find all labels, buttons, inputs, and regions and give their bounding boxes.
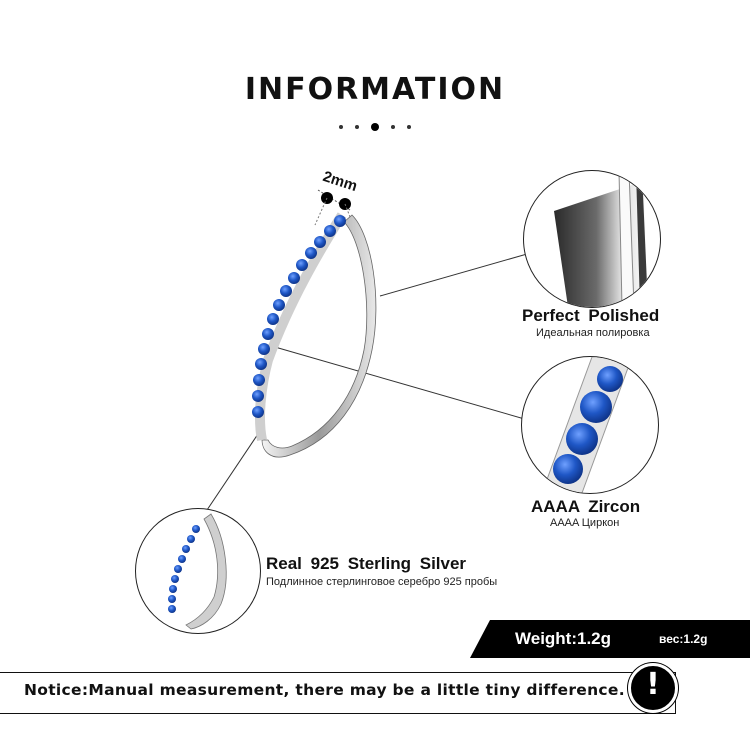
connector-zircon	[267, 344, 529, 421]
zircon-label: AAAA Zircon	[531, 497, 641, 516]
connector-silver	[204, 427, 263, 514]
silver-detail-circle	[135, 508, 261, 634]
silver-label-ru: Подлинное стерлинговое серебро 925 пробы	[266, 576, 498, 588]
notice-text: Notice:Manual measurement, there may be …	[24, 681, 625, 699]
silver-label: Real 925 Sterling Silver	[266, 554, 467, 573]
connector-polished	[379, 253, 528, 297]
polished-detail-circle	[523, 170, 661, 308]
zircon-detail-circle	[521, 356, 659, 494]
exclamation-icon	[628, 663, 678, 713]
page-title: INFORMATION	[244, 72, 506, 107]
title-divider-dots	[0, 118, 750, 136]
gem-row	[252, 215, 346, 418]
weight-label-ru: вес:1.2g	[659, 632, 708, 646]
exclamation-mark: !	[646, 667, 660, 702]
zircon-label-ru: AAAA Циркон	[550, 517, 620, 529]
polished-label-ru: Идеальная полировка	[536, 327, 650, 339]
weight-label: Weight:1.2g	[515, 629, 612, 648]
weight-bar	[470, 620, 750, 658]
polished-label: Perfect Polished	[522, 306, 660, 325]
